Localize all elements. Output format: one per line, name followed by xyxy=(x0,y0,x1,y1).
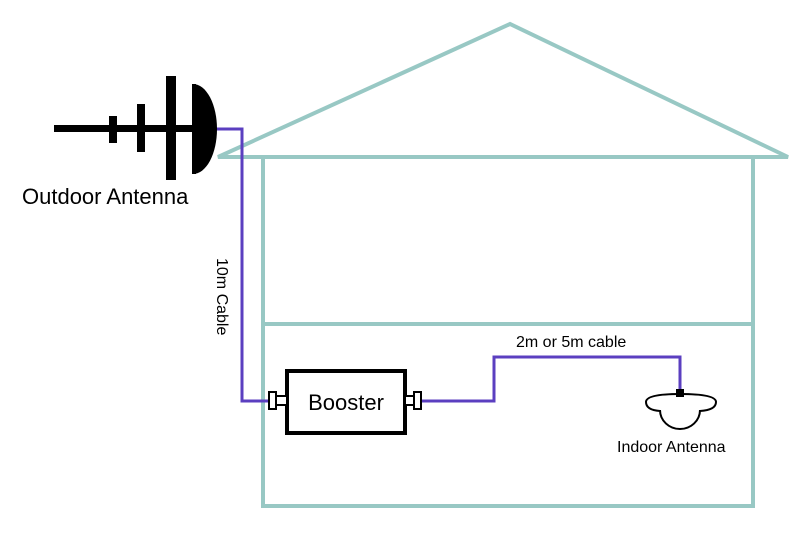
cable-10m xyxy=(216,127,270,403)
booster-left-connector-icon xyxy=(268,391,288,410)
booster-label: Booster xyxy=(308,390,384,415)
cables xyxy=(216,127,682,403)
outdoor-antenna-label: Outdoor Antenna xyxy=(22,184,189,209)
booster-device xyxy=(268,369,422,435)
house-walls xyxy=(261,155,755,508)
cable-10m-label: 10m Cable xyxy=(213,258,230,335)
indoor-antenna-label: Indoor Antenna xyxy=(617,439,726,456)
booster-right-connector-icon xyxy=(404,391,422,410)
cable-short xyxy=(420,355,682,403)
house-roof xyxy=(217,21,789,159)
house xyxy=(217,21,789,508)
outdoor-antenna-icon xyxy=(54,76,217,180)
indoor-antenna-icon xyxy=(644,389,718,430)
cable-short-label: 2m or 5m cable xyxy=(516,334,626,351)
